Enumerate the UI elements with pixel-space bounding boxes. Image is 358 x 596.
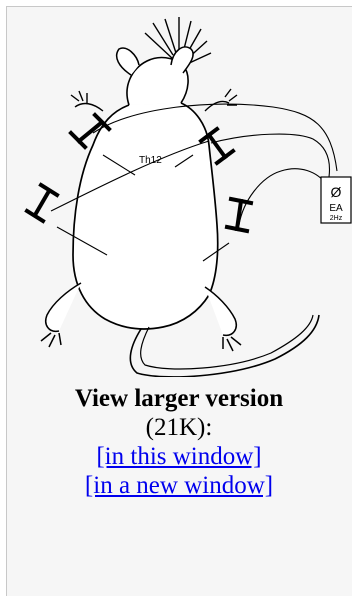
view-larger-title: View larger version bbox=[6, 384, 352, 413]
figure-panel: Th12 Ø EA 2Hz bbox=[6, 6, 352, 596]
rat-front-paw-right bbox=[205, 89, 237, 111]
open-in-this-window-link[interactable]: [in this window] bbox=[6, 442, 352, 471]
ea-device-name: EA bbox=[329, 203, 343, 214]
figure-caption: View larger version (21K): [in this wind… bbox=[6, 384, 352, 500]
rat-body bbox=[73, 103, 218, 329]
ea-device: Ø EA 2Hz bbox=[321, 177, 351, 223]
rat-hind-leg-right bbox=[205, 287, 241, 351]
rat-electroacupuncture-diagram: Th12 Ø EA 2Hz bbox=[13, 15, 353, 377]
open-in-new-window-link[interactable]: [in a new window] bbox=[6, 471, 352, 500]
ea-device-frequency: 2Hz bbox=[330, 215, 343, 222]
electrode-lower-left bbox=[27, 185, 57, 221]
file-size-label: (21K): bbox=[6, 413, 352, 442]
rat-front-paw-left bbox=[71, 91, 103, 111]
spine-level-label: Th12 bbox=[139, 155, 162, 166]
figure-thumbnail-link[interactable]: Th12 Ø EA 2Hz bbox=[13, 15, 353, 377]
ea-device-symbol: Ø bbox=[331, 184, 342, 200]
electrode-lower-right bbox=[227, 199, 251, 231]
rat-hind-leg-left bbox=[41, 283, 81, 347]
